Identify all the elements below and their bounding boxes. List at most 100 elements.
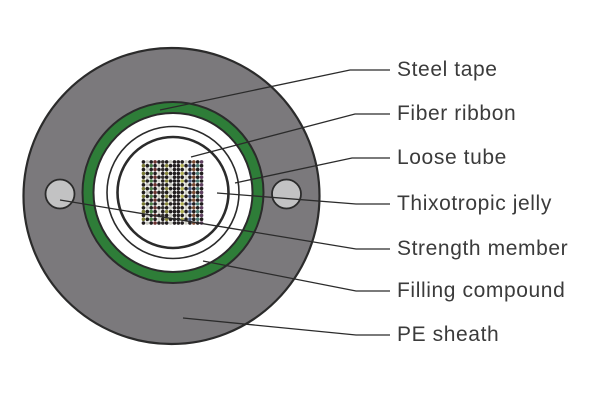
fiber-dot	[168, 205, 173, 210]
diagram-label-steel-tape: Steel tape	[397, 58, 498, 81]
fiber-dot	[188, 217, 192, 222]
fiber-dot	[164, 198, 169, 202]
fiber-dot	[192, 205, 196, 210]
fiber-dot	[153, 221, 157, 225]
fiber-ribbon-block	[141, 160, 204, 225]
fiber-dot	[184, 198, 188, 202]
fiber-dot	[157, 190, 161, 195]
fiber-dot	[161, 209, 165, 214]
fiber-dot	[153, 179, 157, 183]
fiber-dot	[176, 209, 181, 214]
fiber-dot	[161, 163, 165, 168]
fiber-dot	[168, 163, 173, 168]
fiber-dot	[192, 186, 196, 191]
fiber-dot	[145, 175, 150, 179]
leader-line-6	[182, 317, 390, 336]
fiber-dot	[195, 217, 200, 222]
fiber-dot	[149, 198, 153, 202]
fiber-dot	[188, 179, 192, 183]
fiber-dot	[141, 183, 146, 187]
fiber-dot	[168, 198, 173, 202]
fiber-dot	[176, 163, 181, 168]
fiber-dot	[164, 194, 169, 199]
fiber-dot	[141, 221, 146, 225]
fiber-dot	[188, 209, 192, 214]
fiber-dot	[161, 190, 165, 195]
fiber-dot	[195, 160, 200, 164]
fiber-dot	[149, 209, 153, 214]
fiber-dot	[141, 163, 146, 168]
leader-line-3	[216, 192, 390, 205]
fiber-dot	[192, 190, 196, 195]
fiber-dot	[168, 171, 173, 176]
fiber-dot	[157, 163, 161, 168]
fiber-dot	[168, 160, 173, 164]
fiber-dot	[188, 163, 192, 168]
fiber-dot	[176, 198, 181, 202]
fiber-dot	[184, 167, 188, 172]
fiber-dot	[141, 194, 146, 199]
fiber-dot	[141, 190, 146, 195]
fiber-dot	[188, 190, 192, 195]
fiber-dot	[145, 198, 150, 202]
fiber-dot	[153, 186, 157, 191]
fiber-dot	[180, 194, 184, 199]
fiber-dot	[195, 202, 200, 206]
fiber-dot	[184, 160, 188, 164]
fiber-dot	[164, 179, 169, 183]
fiber-dot	[188, 194, 192, 199]
fiber-dot	[161, 198, 165, 202]
fiber-dot	[145, 202, 150, 206]
fiber-dot	[145, 186, 150, 191]
fiber-dot	[153, 160, 157, 164]
fiber-dot	[184, 190, 188, 195]
leader-line-4	[59, 199, 390, 250]
fiber-dot	[184, 221, 188, 225]
fiber-dot	[141, 198, 146, 202]
fiber-dot	[149, 194, 153, 199]
fiber-dot	[157, 179, 161, 183]
fiber-dot	[172, 205, 177, 210]
fiber-dot	[168, 221, 173, 225]
fiber-dot	[180, 198, 184, 202]
fiber-dot	[164, 190, 169, 195]
fiber-dot	[195, 179, 200, 183]
fiber-dot	[164, 175, 169, 179]
fiber-dot	[176, 160, 181, 164]
fiber-dot	[157, 167, 161, 172]
fiber-dot	[172, 213, 177, 218]
fiber-dot	[153, 167, 157, 172]
fiber-dot	[180, 205, 184, 210]
leader-line-0	[159, 69, 390, 111]
fiber-dot	[145, 217, 150, 222]
fiber-dot	[168, 209, 173, 214]
fiber-dot	[192, 183, 196, 187]
fiber-dot	[184, 179, 188, 183]
fiber-dot	[180, 160, 184, 164]
fiber-dot	[176, 171, 181, 176]
fiber-dot	[172, 167, 177, 172]
fiber-dot	[184, 194, 188, 199]
fiber-dot	[157, 183, 161, 187]
fiber-dot	[168, 186, 173, 191]
fiber-dot	[161, 205, 165, 210]
fiber-dot	[168, 167, 173, 172]
fiber-dot	[199, 217, 204, 222]
fiber-dot	[145, 179, 150, 183]
fiber-dot	[188, 213, 192, 218]
fiber-dot	[153, 217, 157, 222]
fiber-dot	[172, 183, 177, 187]
fiber-dot	[199, 179, 204, 183]
fiber-dot	[192, 198, 196, 202]
diagram-label-filling-compound: Filling compound	[397, 279, 566, 302]
fiber-dot	[180, 209, 184, 214]
fiber-dot	[153, 198, 157, 202]
fiber-dot	[145, 163, 150, 168]
fiber-dot	[164, 205, 169, 210]
fiber-dot	[180, 171, 184, 176]
fiber-dot	[157, 205, 161, 210]
fiber-dot	[145, 205, 150, 210]
fiber-dot	[164, 186, 169, 191]
fiber-dot	[149, 183, 153, 187]
